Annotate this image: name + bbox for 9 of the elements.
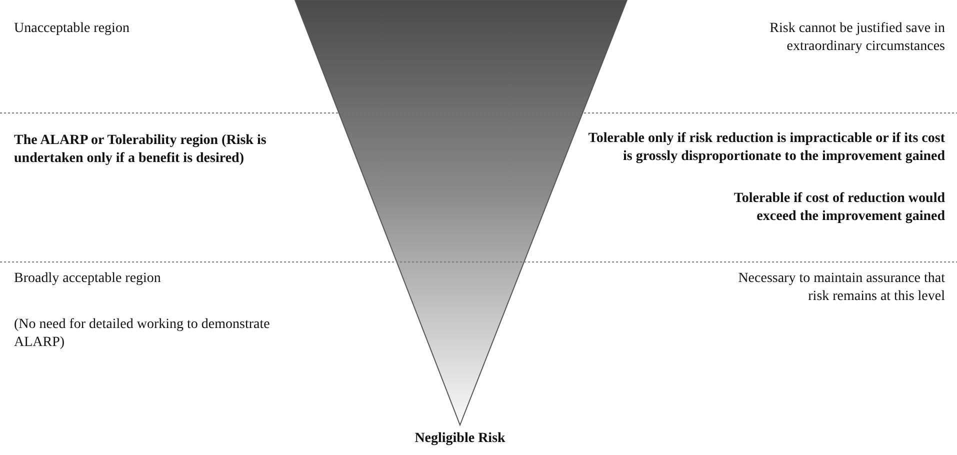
region-note: Necessary to maintain assurance that risk remains at this level [737,270,945,306]
region-label: The ALARP or Tolerability region (Risk is undertaken only if a benefit is desired) [14,132,268,168]
region-note: Tolerable if cost of reduction would exceed the improvement gained [732,190,945,226]
apex-label: Negligible Risk [414,430,506,448]
region-label: Unacceptable region [14,20,130,38]
region-note: Risk cannot be justified save in extraordinary circumstances [768,20,945,56]
region-label: Broadly acceptable region [14,270,162,288]
region-note: Tolerable only if risk reduction is impracticable or if its cost is grossly disproportionate to the improvement gained [587,130,945,166]
region-note: (No need for detailed working to demonstrate ALARP) [14,316,271,352]
